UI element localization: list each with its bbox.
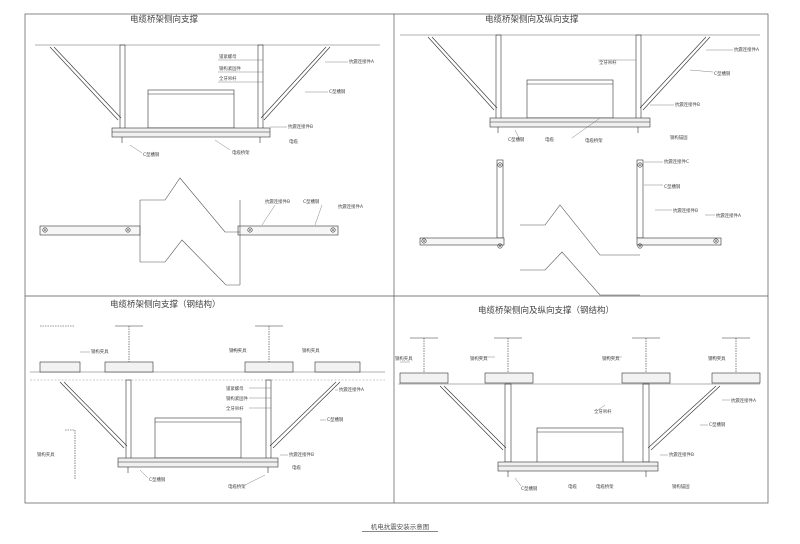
label-rod-4: 全牙吊杆 (594, 408, 612, 415)
label-anchor-a-4: 抗震连接件A (731, 397, 756, 404)
label-channel-4b: C型槽钢 (521, 485, 538, 492)
footer-caption: 机电抗震安装示意图 (370, 523, 430, 531)
label-channel-1c: C型槽钢 (303, 198, 320, 205)
label-anchor-a-3: 抗震连接件A (339, 386, 364, 393)
panel-title-3: 电缆桥架侧向支撑（钢结构） (110, 300, 221, 310)
label-tray-3: 电缆桥架 (228, 483, 246, 490)
label-anchor-bolt-4: 钢构锚固 (672, 483, 690, 490)
panel-3-leaders (80, 349, 338, 486)
label-anchor-b-3: 抗震连接件B (289, 451, 314, 458)
panel-4-labels: 钢构夹具 钢构夹具 钢构夹具 钢构夹具 全牙吊杆 抗震连接件A C型槽钢 抗震连… (395, 355, 756, 492)
panel-title-4: 电缆桥架侧向及纵向支撑（钢结构） (478, 306, 615, 316)
label-lock-screw-3: 锁紧螺母 (226, 385, 244, 392)
label-anchor-a-2b: 抗震连接件A (716, 212, 741, 219)
label-clamp-4c: 钢构夹具 (602, 355, 620, 362)
label-clamp-4a: 钢构夹具 (395, 355, 413, 362)
label-clamp-4d: 钢构夹具 (708, 355, 726, 362)
label-channel-1b: C型槽钢 (143, 151, 160, 158)
label-channel-2c: C型槽钢 (664, 183, 681, 190)
sheet-frame (24, 13, 769, 504)
label-anchor-c-2: 抗震连接件C (664, 158, 689, 165)
label-clamp-3b: 钢构夹具 (229, 347, 247, 354)
label-channel-3b: C型槽钢 (149, 476, 166, 483)
label-cable-3: 电缆 (292, 464, 301, 471)
label-anchor-b-4: 抗震连接件B (669, 451, 694, 458)
label-fastener-1: 钢构紧固件 (219, 65, 242, 72)
panel-4-leaders (400, 356, 730, 487)
label-anchor-a-1b: 抗震连接件A (338, 203, 363, 210)
label-channel-2b: C型槽钢 (508, 136, 525, 143)
label-tray-1: 电缆桥架 (232, 149, 250, 156)
panel-4-drawing (398, 337, 761, 477)
label-anchor-a-1: 抗震连接件A (349, 58, 374, 65)
panel-1-leaders (129, 59, 348, 226)
label-rod-1: 全牙吊杆 (219, 75, 237, 82)
panel-title-1: 电缆桥架侧向支撑 (130, 15, 199, 25)
label-anchor-b-1b: 抗震连接件B (265, 198, 290, 205)
label-channel-2: C型槽钢 (714, 70, 731, 77)
panel-2-drawing (400, 34, 760, 296)
label-anchor-a-2: 抗震连接件A (734, 46, 759, 53)
panel-2-leaders (514, 49, 733, 216)
label-cable-2: 电缆 (545, 136, 554, 143)
footer-underline (362, 531, 438, 532)
label-rod-2: 全牙吊杆 (599, 59, 617, 66)
label-channel-1: C型槽钢 (329, 88, 346, 95)
label-channel-3: C型槽钢 (327, 416, 344, 423)
label-clamp-4b: 钢构夹具 (470, 355, 488, 362)
label-rod-3: 全牙吊杆 (226, 405, 244, 412)
panel-2-bolts (421, 162, 719, 249)
label-cable-4: 电缆 (568, 483, 577, 490)
label-lock-screw-1: 锁紧螺母 (219, 53, 237, 60)
label-tray-2: 电缆桥架 (585, 137, 603, 144)
label-anchor-bolt-2: 钢构锚固 (670, 134, 688, 141)
label-anchor-b-1: 抗震连接件B (288, 123, 313, 130)
label-fastener-3: 钢构紧固件 (226, 395, 249, 402)
panel-1-drawing (35, 44, 380, 286)
label-tray-4: 电缆桥架 (596, 483, 614, 490)
label-channel-4: C型槽钢 (709, 421, 726, 428)
label-clamp-3c: 钢构夹具 (302, 347, 320, 354)
panel-2-labels: 全牙吊杆 抗震连接件A C型槽钢 抗震连接件B 钢构锚固 电缆桥架 电缆 C型槽… (508, 46, 759, 219)
panel-title-2: 电缆桥架侧向及纵向支撑 (485, 15, 579, 25)
label-cable-1: 电缆 (289, 138, 298, 145)
label-clamp-3d: 钢构夹具 (37, 451, 55, 458)
panel-3-drawing (30, 325, 385, 480)
panel-1-labels: 锁紧螺母 钢构紧固件 全牙吊杆 抗震连接件A C型槽钢 抗震连接件B 电缆 电缆… (143, 53, 374, 210)
panel-3-labels: 钢构夹具 钢构夹具 钢构夹具 锁紧螺母 钢构紧固件 全牙吊杆 抗震连接件A C型… (37, 347, 364, 490)
label-clamp-3a: 钢构夹具 (91, 348, 109, 355)
label-anchor-b-2: 抗震连接件B (675, 101, 700, 108)
label-anchor-b-2b: 抗震连接件B (673, 207, 698, 214)
